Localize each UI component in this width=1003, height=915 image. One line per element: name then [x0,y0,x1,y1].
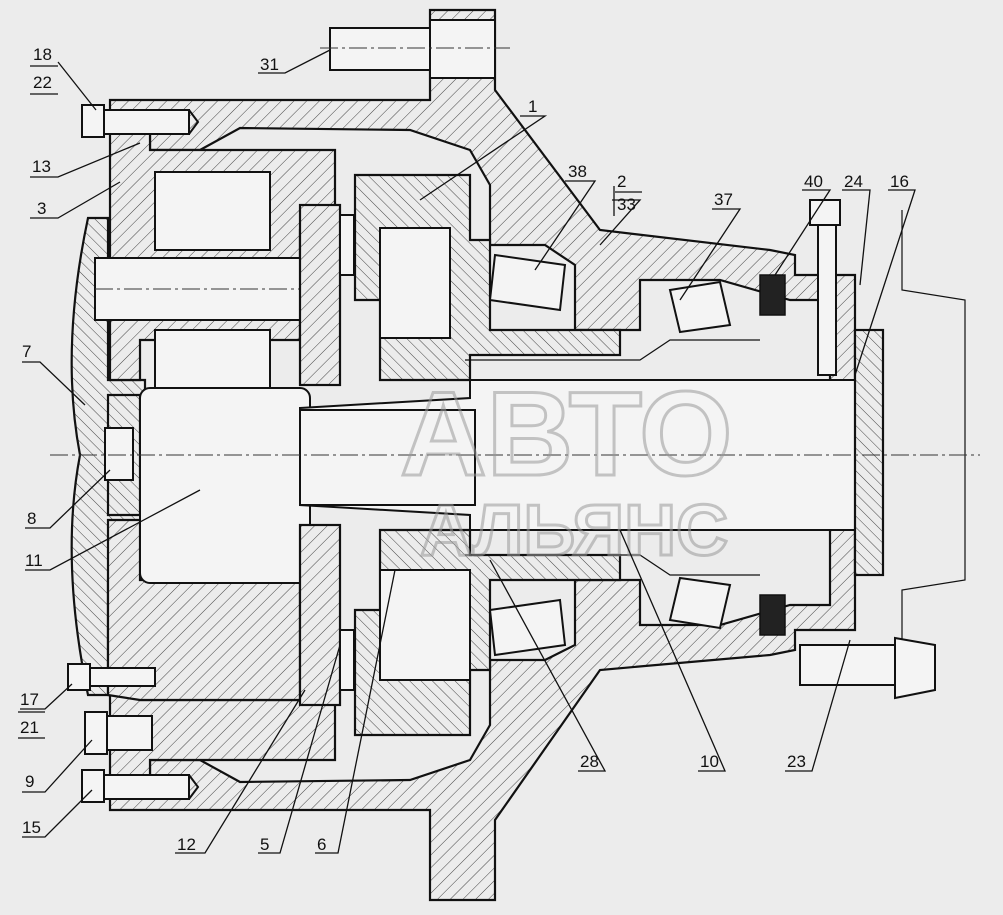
bolt-23 [799,636,936,700]
oil-channel-lower [465,554,760,576]
callout-40: 40 [804,172,823,191]
watermark-line1: АВТО [400,367,732,501]
callout-38: 38 [568,162,587,181]
stud-31 [320,19,510,79]
piston-block-lower [379,569,471,681]
callout-5: 5 [260,835,269,854]
callout-31: 31 [260,55,279,74]
main-housing [108,8,857,387]
callout-2: 2 [617,172,626,191]
callout-23: 23 [787,752,806,771]
shaft-spline [299,409,476,506]
callout-1: 1 [528,97,537,116]
planet-gear-upper [154,171,271,251]
callout-15: 15 [22,818,41,837]
bolt-15 [81,769,200,803]
callout-37: 37 [714,190,733,209]
callout-28: 28 [580,752,599,771]
callout-11: 11 [25,551,43,570]
right-mount-outline [901,210,966,665]
watermark-line2: АЛЬЯНС [420,491,728,571]
callout-6: 6 [317,835,326,854]
planet-gear-upper-inner [154,329,271,391]
bearing-37 [668,280,732,630]
main-housing-lower [108,523,857,902]
bolt-9 [84,711,153,755]
callout-12: 12 [177,835,196,854]
oil-channel [465,339,760,361]
callout-8: 8 [27,509,36,528]
callout-22: 22 [33,73,52,92]
callout-17: 17 [20,690,39,709]
bolt-18 [81,104,200,138]
plug-8 [104,427,134,481]
callout-10: 10 [700,752,719,771]
callout-33: 33 [617,195,636,214]
callout-16: 16 [890,172,909,191]
callout-3: 3 [37,199,46,218]
callout-18: 18 [33,45,52,64]
seal-40-lower [759,594,786,636]
seal-40-upper [759,274,786,316]
callout-13: 13 [32,157,51,176]
callout-9: 9 [25,772,34,791]
callout-24: 24 [844,172,863,191]
callout-7: 7 [22,342,31,361]
disc-pack [298,203,355,707]
output-flange [853,328,885,577]
leaders [20,49,916,854]
plug-24 [809,199,841,376]
piston-block [379,227,451,339]
bolt-17 [67,663,156,691]
sun-gear [139,387,311,584]
callout-21: 21 [20,718,39,737]
